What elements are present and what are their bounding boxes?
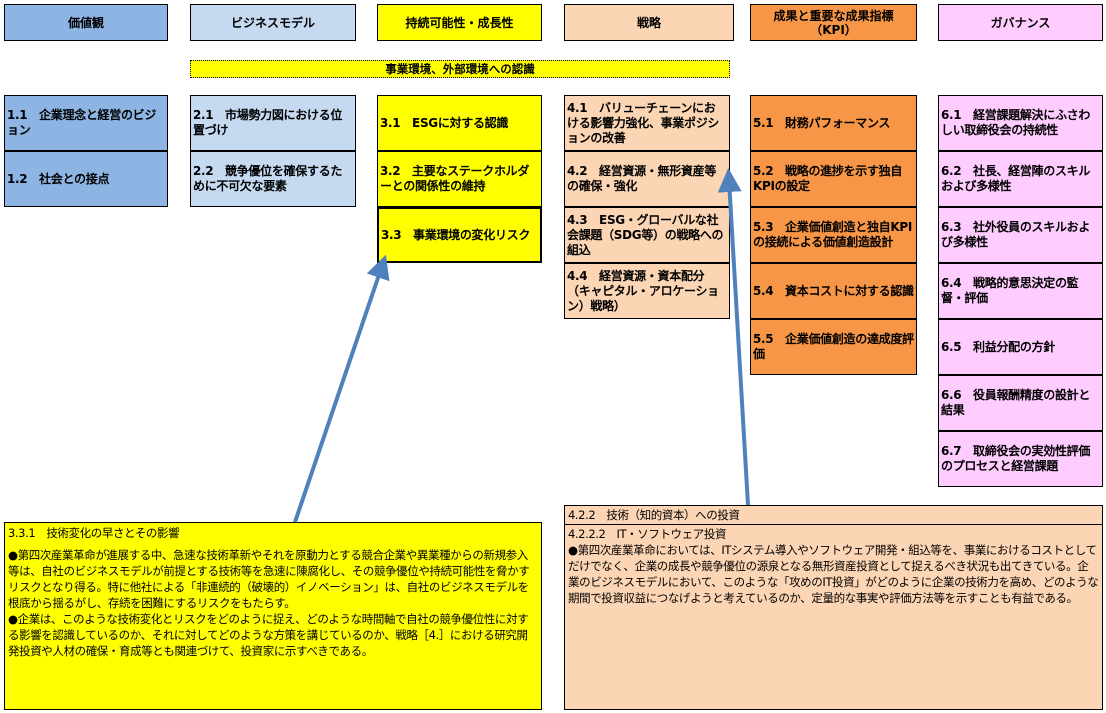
col4-item: 4.2 経営資源・無形資産等の確保・強化 xyxy=(564,151,730,207)
detail-subtitle: 4.2.2.2 IT・ソフトウェア投資 xyxy=(568,527,727,541)
col3-item: 3.3 事業環境の変化リスク xyxy=(377,207,542,263)
col3-item: 3.1 ESGに対する認識 xyxy=(377,95,542,151)
col4-item: 4.1 バリューチェーンにおける影響力強化、事業ポジションの改善 xyxy=(564,95,730,151)
detail-title: 4.2.2 技術（知的資本）への投資 xyxy=(565,506,1102,525)
tech-change-detail: 3.3.1 技術変化の早さとその影響 ●第四次産業革命が進展する中、急速な技術革… xyxy=(4,522,542,710)
col2-item: 2.2 競争優位を確保するために不可欠な要素 xyxy=(190,151,356,207)
detail-paragraph: ●第四次産業革命が進展する中、急速な技術革新やそれを原動力とする競合企業や異業種… xyxy=(8,548,530,610)
col5-item: 5.1 財務パフォーマンス xyxy=(750,95,917,151)
col5-item: 5.5 企業価値創造の達成度評価 xyxy=(750,319,917,375)
arrow-to-3-3 xyxy=(293,254,390,523)
col1-item: 1.1 企業理念と経営のビジョン xyxy=(4,95,168,151)
tech-investment-detail: 4.2.2 技術（知的資本）への投資 4.2.2.2 IT・ソフトウェア投資 ●… xyxy=(564,505,1103,710)
col6-item: 6.2 社長、経営陣のスキルおよび多様性 xyxy=(938,151,1103,207)
col4-item: 4.3 ESG・グローバルな社会課題（SDG等）の戦略への組込 xyxy=(564,207,730,263)
col4-item: 4.4 経営資源・資本配分（キャピタル・アロケーション）戦略） xyxy=(564,263,730,319)
col6-item: 6.1 経営課題解決にふさわしい取締役会の持続性 xyxy=(938,95,1103,151)
detail-paragraph: ●第四次産業革命においては、ITシステム導入やソフトウェア開発・組込等を、事業に… xyxy=(568,543,1099,605)
header-sustainability: 持続可能性・成長性 xyxy=(377,4,542,41)
detail-paragraph: ●企業は、このような技術変化とリスクをどのように捉え、どのような時間軸で自社の競… xyxy=(8,612,529,658)
col6-item: 6.6 役員報酬精度の設計と結果 xyxy=(938,375,1103,431)
col6-item: 6.5 利益分配の方針 xyxy=(938,319,1103,375)
col5-item: 5.3 企業価値創造と独自KPIの接続による価値創造設計 xyxy=(750,207,917,263)
header-business-model: ビジネスモデル xyxy=(190,4,356,41)
col1-item: 1.2 社会との接点 xyxy=(4,151,168,207)
header-governance: ガバナンス xyxy=(938,4,1103,41)
col6-item: 6.4 戦略的意思決定の監督・評価 xyxy=(938,263,1103,319)
col2-item: 2.1 市場勢力図における位置づけ xyxy=(190,95,356,151)
arrow-to-4-2 xyxy=(717,168,750,506)
col6-item: 6.3 社外役員のスキルおよび多様性 xyxy=(938,207,1103,263)
col5-item: 5.2 戦略の進捗を示す独自KPIの設定 xyxy=(750,151,917,207)
header-kpi: 成果と重要な成果指標（KPI） xyxy=(750,4,917,41)
header-values: 価値観 xyxy=(4,4,168,41)
detail-title: 3.3.1 技術変化の早さとその影響 xyxy=(8,526,180,540)
col5-item: 5.4 資本コストに対する認識 xyxy=(750,263,917,319)
col6-item: 6.7 取締役会の実効性評価のプロセスと経営課題 xyxy=(938,431,1103,487)
header-strategy: 戦略 xyxy=(564,4,734,41)
environment-banner: 事業環境、外部環境への認識 xyxy=(190,60,730,78)
col3-item: 3.2 主要なステークホルダーとの関係性の維持 xyxy=(377,151,542,207)
